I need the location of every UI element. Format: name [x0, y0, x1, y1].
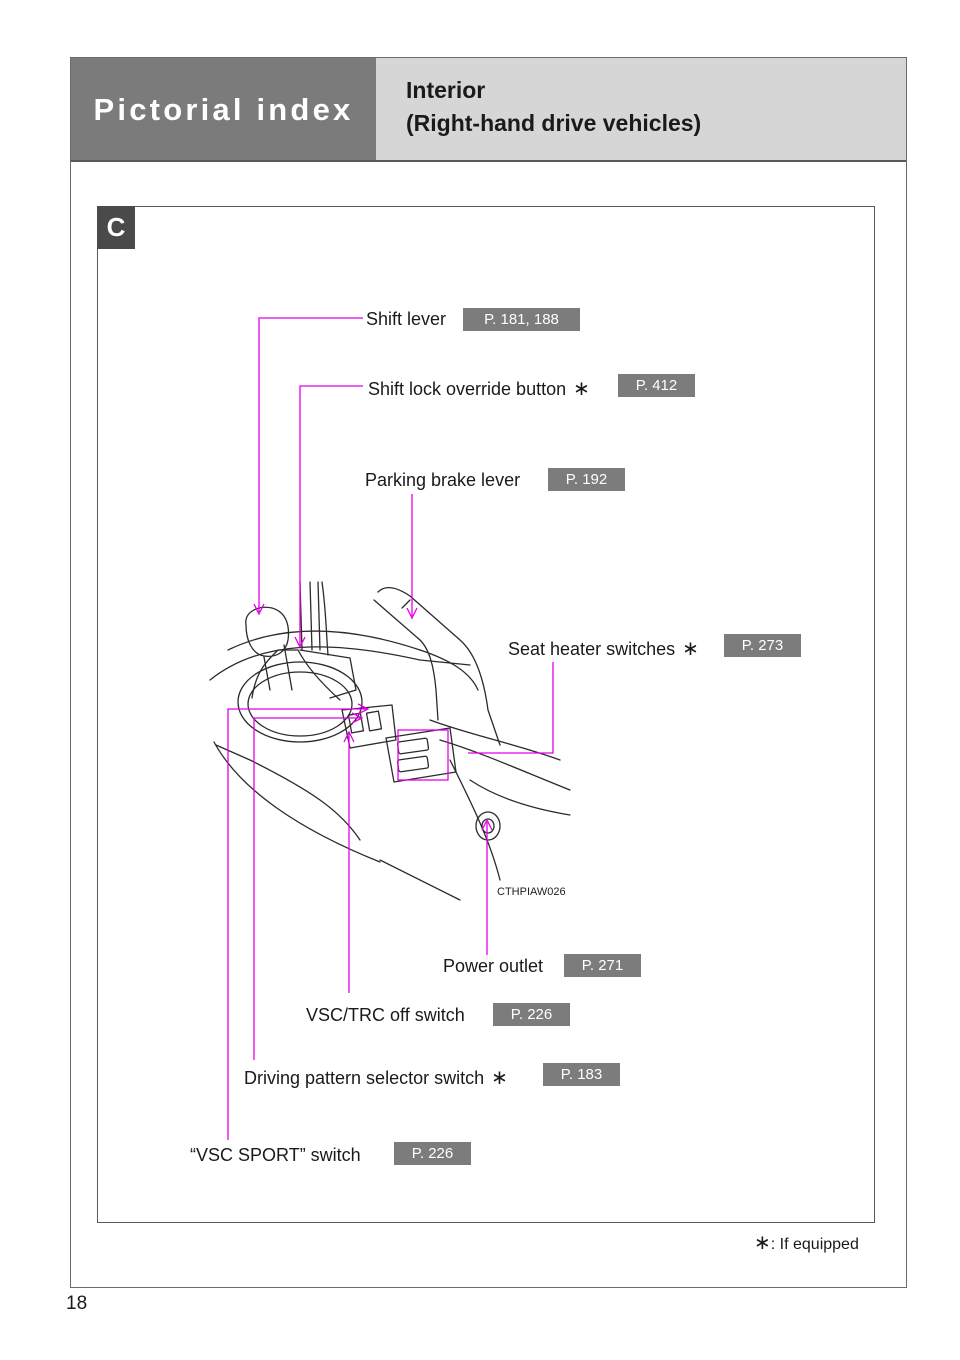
arrow-power-outlet [481, 818, 493, 831]
label-shift-lever-text: Shift lever [366, 309, 447, 329]
equipped-mark: ∗ [491, 1067, 508, 1089]
label-vsc-sport: “VSC SPORT” switch [190, 1145, 361, 1166]
label-vsc-sport-text: “VSC SPORT” switch [190, 1145, 361, 1165]
section-title: Pictorial index [93, 91, 354, 127]
label-vsc-trc-text: VSC/TRC off switch [306, 1005, 465, 1025]
label-driving-pattern: Driving pattern selector switch ∗ [244, 1065, 508, 1090]
leader-shift-lever [258, 317, 363, 612]
leader-lines [227, 317, 554, 1140]
page-frame [70, 57, 907, 1288]
leader-driving-pattern [253, 717, 362, 1060]
label-seat-heater: Seat heater switches ∗ [508, 636, 699, 661]
illustration-panel [97, 206, 875, 1223]
page-ref-parking-brake[interactable]: P. 192 [548, 468, 625, 491]
page-ref-seat-heater[interactable]: P. 273 [724, 634, 801, 657]
footnote: ∗: If equipped [752, 1230, 859, 1255]
page-number: 18 [66, 1293, 88, 1314]
label-shift-lock-text: Shift lock override button [368, 379, 567, 399]
illustration-code: CTHPIAW026 [497, 886, 566, 898]
section-tab: Pictorial index [71, 58, 376, 161]
header-divider [71, 160, 906, 162]
console-drawing [209, 581, 571, 901]
footnote-mark: ∗ [754, 1232, 771, 1254]
page-title-block: Interior (Right-hand drive vehicles) [376, 58, 906, 161]
arrow-shift-lever [253, 603, 265, 616]
label-seat-heater-text: Seat heater switches [508, 639, 676, 659]
page-ref-vsc-trc[interactable]: P. 226 [493, 1003, 570, 1026]
page-ref-power-outlet[interactable]: P. 271 [564, 954, 641, 977]
panel-badge: C [97, 206, 135, 249]
label-parking-brake: Parking brake lever [365, 470, 520, 491]
page-ref-shift-lever[interactable]: P. 181, 188 [463, 308, 580, 331]
equipped-mark: ∗ [573, 378, 590, 400]
arrow-vsc-trc [343, 730, 355, 743]
page-ref-vsc-sport[interactable]: P. 226 [394, 1142, 471, 1165]
page-subtitle: (Right-hand drive vehicles) [406, 110, 702, 136]
leader-shift-lock [299, 385, 363, 645]
arrow-shift-lock [294, 636, 306, 649]
seat-heater-highlight [397, 729, 449, 781]
leader-vsc-sport [227, 708, 368, 1140]
page-ref-driving-pattern[interactable]: P. 183 [543, 1063, 620, 1086]
label-driving-pattern-text: Driving pattern selector switch [244, 1068, 485, 1088]
page-ref-shift-lock[interactable]: P. 412 [618, 374, 695, 397]
arrow-vsc-sport [357, 703, 370, 715]
page-title: Interior [406, 77, 486, 103]
equipped-mark: ∗ [682, 638, 699, 660]
label-power-outlet: Power outlet [443, 956, 543, 977]
footnote-text: : If equipped [770, 1236, 859, 1253]
label-vsc-trc: VSC/TRC off switch [306, 1005, 465, 1026]
label-shift-lever: Shift lever [366, 309, 446, 330]
arrow-driving-pattern [351, 712, 364, 724]
leader-seat-heater [468, 662, 554, 754]
label-shift-lock: Shift lock override button ∗ [368, 376, 590, 401]
label-power-outlet-text: Power outlet [443, 956, 544, 976]
arrow-parking-brake [406, 607, 418, 620]
label-parking-brake-text: Parking brake lever [365, 470, 521, 490]
